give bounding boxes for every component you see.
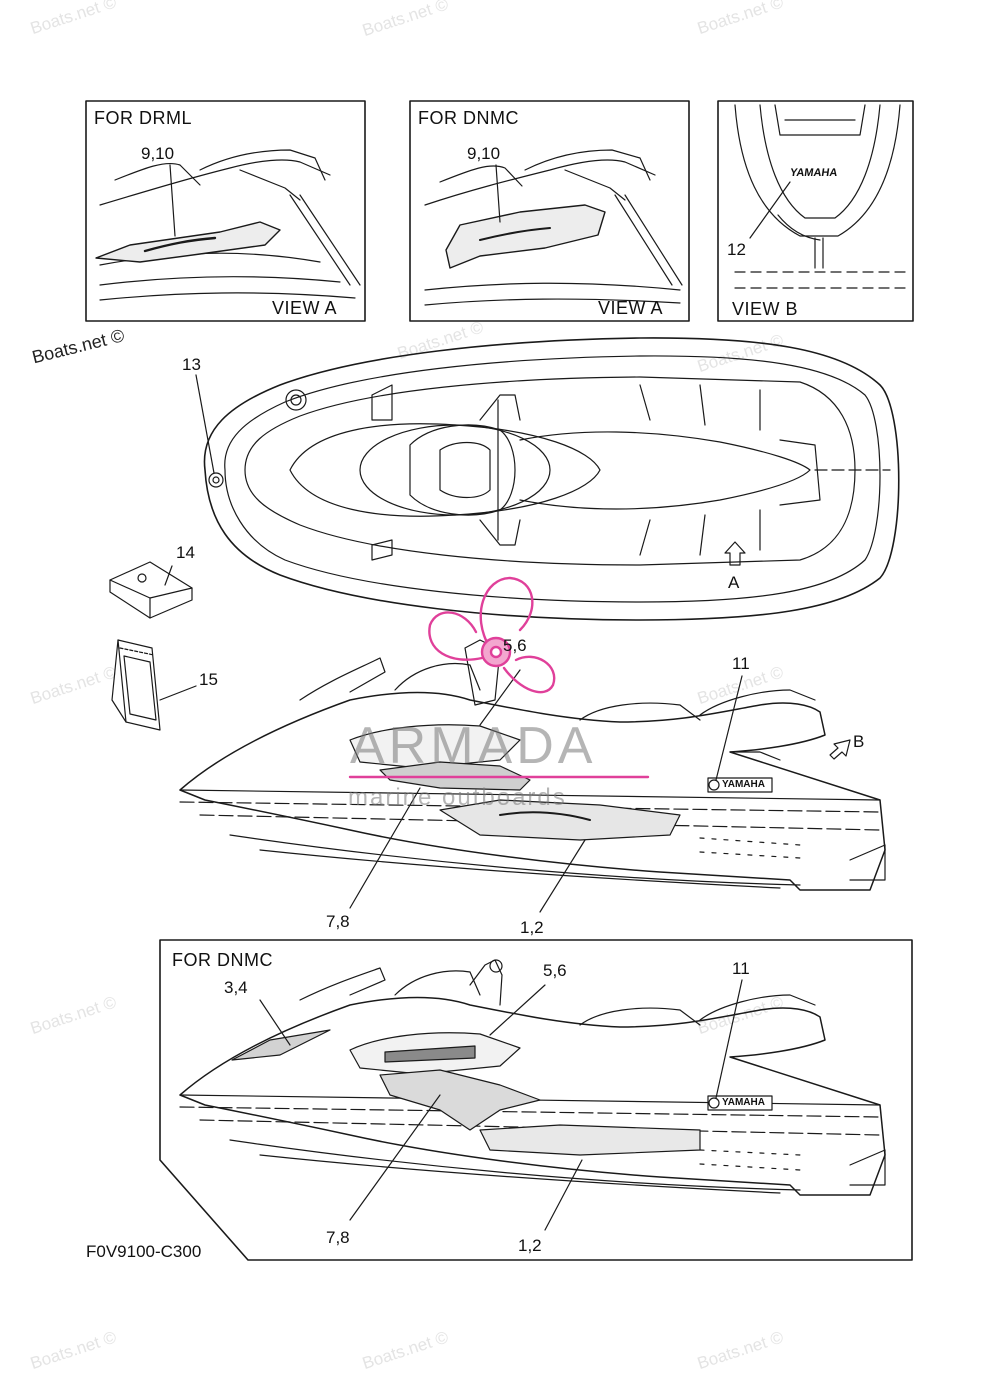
callout-15: 15 xyxy=(199,670,218,689)
callout-11: 11 xyxy=(732,959,750,978)
callout-5-6: 5,6 xyxy=(543,961,567,980)
callout-14: 14 xyxy=(176,543,195,562)
decal-shape xyxy=(445,204,606,269)
callout-9-10: 9,10 xyxy=(467,144,501,163)
arrow-label-a: A xyxy=(728,573,740,592)
inset-box-dnmc xyxy=(409,100,690,322)
callout-7-8: 7,8 xyxy=(326,1228,350,1247)
callout-5-6: 5,6 xyxy=(503,636,527,655)
callout-11: 11 xyxy=(732,654,750,673)
brand-logo-propeller xyxy=(348,576,650,779)
inset-title-dnmc: FOR DNMC xyxy=(418,108,519,128)
arrow-label-b: B xyxy=(853,732,865,751)
side-view-1 xyxy=(179,639,886,913)
decal-yamaha: YAMAHA xyxy=(722,1097,765,1108)
callout-7-8: 7,8 xyxy=(326,912,350,931)
inset-box-view-b xyxy=(717,100,914,322)
view-label: VIEW B xyxy=(732,299,799,319)
brand-name: ARMADA xyxy=(350,717,597,775)
decal-shape xyxy=(349,724,521,769)
decal-shape xyxy=(439,799,681,841)
callout-9-10: 9,10 xyxy=(141,144,175,163)
loose-parts xyxy=(109,561,197,731)
view-label: VIEW A xyxy=(272,298,338,318)
callout-1-2: 1,2 xyxy=(518,1236,542,1255)
view-label: VIEW A xyxy=(598,298,664,318)
side-view-title-dnmc: FOR DNMC xyxy=(172,950,273,970)
callout-1-2: 1,2 xyxy=(520,918,544,937)
callout-13: 13 xyxy=(182,355,201,374)
callout-12: 12 xyxy=(727,240,746,259)
inset-box-drml xyxy=(85,100,366,322)
decal-yamaha: YAMAHA xyxy=(722,779,765,790)
decal-yamaha: YAMAHA xyxy=(789,167,839,179)
top-view-hull xyxy=(195,337,900,621)
callout-3-4: 3,4 xyxy=(224,978,248,997)
side-view-2 xyxy=(159,939,913,1261)
brand-tagline: marine outboards xyxy=(348,784,567,811)
figure-code: F0V9100-C300 xyxy=(86,1242,202,1261)
inset-title-drml: FOR DRML xyxy=(94,108,192,128)
